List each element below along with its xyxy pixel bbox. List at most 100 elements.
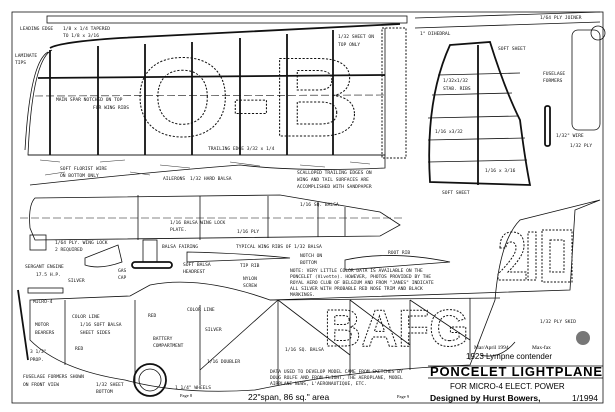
label-headrest1: SOFT BALSA (183, 262, 211, 268)
label-notch2: BOTTOM (300, 260, 317, 266)
label-wire: 1/32" WIRE (556, 133, 584, 139)
label-data2: DOUG ROLFE AND FROM FLIGHT, THE AEROPLAN… (270, 375, 403, 381)
label-sides2: SHEET SIDES (80, 330, 111, 336)
label-dihedral: 1° DIHEDRAL (420, 31, 451, 37)
label-nylon2: SCREW (243, 283, 257, 289)
label-engine1: SERGANT ENGINE (25, 264, 64, 270)
label-red1: RED (148, 313, 157, 319)
wing-letters-o-b: O-B (135, 35, 360, 160)
label-note2: PONCELET (Vivette). HOWEVER, PHOTOS PROV… (290, 274, 431, 280)
label-root-rib: ROOT RIB (388, 250, 410, 256)
label-tip-rib: TIP RIB (240, 263, 260, 269)
label-balsa-fairing: BALSA FAIRING (162, 244, 198, 250)
fuselage-top-view (20, 194, 451, 271)
logo-seal (576, 331, 590, 345)
label-sq-balsa-top: 1/16 SQ. BALSA (300, 202, 339, 208)
label-wing-lock-plate1: 1/16 BALSA WING LOCK (170, 220, 226, 226)
label-spar1: MAIN SPAR NOTCHED ON TOP (56, 97, 123, 103)
stabilizer-plan-view (414, 11, 606, 186)
label-bottom1: 1/32 SHEET (96, 382, 124, 388)
label-stab-ribs1: 1/32x1/32 (443, 78, 468, 84)
power-subtitle: FOR MICRO-4 ELECT. POWER (450, 382, 565, 391)
fuselage-letters-bafg: BAFG (324, 300, 469, 358)
label-formers-front1: FUSELAGE FORMERS SHOWN (23, 374, 84, 380)
label-battery2: COMPARTMENT (153, 343, 184, 349)
span-area: 22"span, 86 sq." area (248, 392, 329, 402)
label-color-line2: COLOR LINE (187, 307, 215, 313)
label-le-size1: 1/8 x 1/4 TAPERED (63, 26, 110, 32)
label-note5: MARKINGS. (290, 292, 315, 298)
label-formers-front2: ON FRONT VIEW (23, 382, 59, 388)
label-leading-edge: LEADING EDGE (20, 26, 53, 32)
label-data3: AIRPLANE NEWS, L'AERONAUTIQUE, ETC. (270, 381, 367, 387)
label-notch1: NOTCH ON (300, 253, 322, 259)
page-9: Page 9 (397, 394, 410, 399)
label-skid: 1/32 PLY SKID (540, 319, 576, 325)
label-micro4: MICRO-4 (33, 299, 53, 305)
label-motor2: BEARERS (35, 330, 55, 336)
label-gas2: CAP (118, 275, 127, 281)
label-battery1: BATTERY (153, 336, 173, 342)
wing-plan-view: O-B (24, 15, 408, 186)
label-ailerons: AILERONS (163, 176, 185, 182)
label-wing-lock2: 2 REQUIRED (55, 247, 83, 253)
label-gas1: GAS (118, 268, 127, 274)
label-ply-132: 1/32 PLY (570, 143, 592, 149)
label-formers2: FORMERS (543, 78, 563, 84)
label-ailerons-mat: 1/32 HARD BALSA (190, 176, 232, 182)
label-trailing-edge: TRAILING EDGE 3/32 x 1/4 (208, 146, 275, 152)
label-sq-balsa-side: 1/16 SQ. BALSA (285, 347, 324, 353)
fuselage-side-view: BAFG (17, 199, 601, 397)
label-wing-lock-plate2: PLATE. (170, 227, 187, 233)
label-typical-ribs: TYPICAL WING RIBS OF 1/32 BALSA (236, 244, 322, 250)
label-tips: TIPS (15, 60, 26, 66)
label-wing-lock1: 1/64 PLY. WING LOCK (55, 240, 108, 246)
label-nylon1: NYLON (243, 276, 257, 282)
label-soft-sheet-top: SOFT SHEET (498, 46, 526, 52)
label-stab-1-16x3-32: 1/16 x3/32 (435, 129, 463, 135)
page-8: Page 8 (180, 393, 193, 398)
label-spar2: FOR WING RIBS (93, 105, 129, 111)
label-le-size2: TO 1/8 x 3/16 (63, 33, 99, 39)
label-florist2: ON BOTTOM ONLY (60, 173, 99, 179)
label-bottom2: BOTTOM (96, 389, 113, 395)
label-ply-joiner: 1/64 PLY JOINER (540, 15, 582, 21)
label-scallop2: WING AND TAIL SURFACES ARE (297, 177, 369, 183)
label-note4: ALL SILVER WITH PROBABLE RED NOSE TRIM A… (290, 286, 423, 292)
issue-date: Mar/April 1994 (474, 345, 509, 351)
label-headrest2: HEADREST (183, 269, 205, 275)
subtitle: 1923 Lympne contender (466, 352, 552, 361)
label-sheet1: 1/32 SHEET ON (338, 34, 374, 40)
label-prop1: 3 1/2" (30, 349, 47, 355)
label-note1: NOTE: VERY LITTLE COLOR DATA IS AVAILABL… (290, 268, 423, 274)
label-formers1: FUSELAGE (543, 71, 565, 77)
label-scallop3: ACCOMPLISHED WITH SANDPAPER (297, 184, 372, 190)
title-block: Mar/April 1994 Max-fax 1923 Lympne conte… (180, 331, 603, 403)
label-note3: ROYAL AERO CLUB OF BELGIUM AND FROM "JAN… (290, 280, 434, 286)
label-stab-ribs2: STAB. RIBS (443, 86, 471, 92)
label-engine2: 17.5 H.P. (36, 272, 61, 278)
label-data1: DATA USED TO DEVELOP MODEL CAME FROM SKE… (270, 369, 403, 375)
label-red2: RED (75, 346, 84, 352)
plan-title: PONCELET LIGHTPLANE (430, 364, 602, 379)
label-ply-116: 1/16 PLY (237, 229, 259, 235)
plan-border (11, 11, 604, 404)
label-doubler: 1/16 DOUBLER (207, 359, 240, 365)
publication: Max-fax (532, 344, 551, 351)
label-silver1: SILVER (68, 278, 85, 284)
label-soft-sheet-bottom: SOFT SHEET (442, 190, 470, 196)
label-sheet2: TOP ONLY (338, 42, 360, 48)
label-laminate: LAMINATE (15, 53, 37, 59)
label-wheels: 1 1/4" WHEELS (175, 385, 211, 391)
design-date: 1/1994 (572, 393, 598, 403)
label-color-line1: COLOR LINE (72, 314, 100, 320)
label-silver2: SILVER (205, 327, 222, 333)
label-sides1: 1/16 SOFT BALSA (80, 322, 122, 328)
label-florist1: SOFT FLORIST WIRE (60, 166, 107, 172)
label-motor1: MOTOR (35, 322, 49, 328)
label-stab-1-16x3-16: 1/16 x 3/16 (485, 168, 516, 174)
wheel (133, 363, 167, 397)
label-scallop1: SCALLOPED TRAILING EDGES ON (297, 170, 372, 176)
